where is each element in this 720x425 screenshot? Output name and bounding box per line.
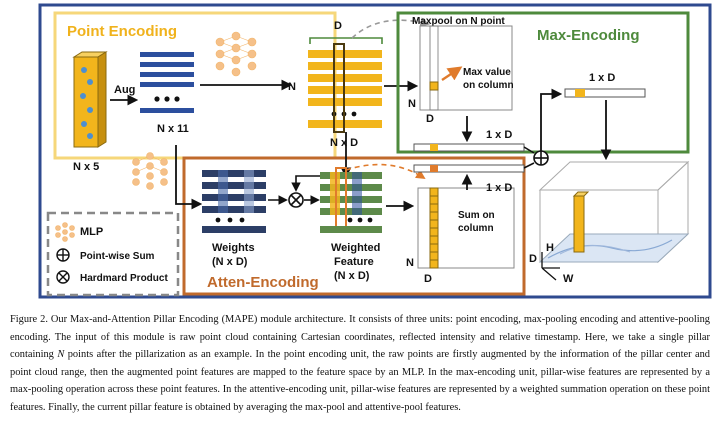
caption-text-1: Figure 2. Our Max-and-Attention Pillar E…: [10, 314, 710, 361]
legend-mlp-icon: [55, 222, 75, 242]
feature-d-label: D: [334, 20, 342, 32]
max-value-arrow: [441, 66, 463, 81]
sum-d-label: D: [424, 273, 432, 285]
axis-h-label: H: [546, 242, 554, 254]
max-value-line2: on column: [463, 80, 514, 91]
max-pooled-vector: [413, 143, 525, 152]
max-out-dim: 1 x D: [486, 129, 512, 141]
weighted-line1: Weighted: [331, 242, 380, 254]
atten-pooled-vector: [413, 164, 525, 173]
sum-to-final: [540, 88, 563, 151]
aug-dim-label: N x 11: [157, 123, 189, 135]
legend-hadamard-icon: [56, 270, 70, 284]
axis-d-label: D: [529, 253, 537, 265]
aug-label: Aug: [114, 84, 135, 96]
legend-sum-icon: [56, 248, 70, 262]
final-dim-label: 1 x D: [589, 72, 615, 84]
max-value-line1: Max value: [463, 67, 511, 78]
pointwise-sum-icon: [533, 150, 549, 166]
mlp-network-icon: [215, 31, 257, 77]
weights-line1: Weights: [212, 242, 255, 254]
sum-grid: [417, 187, 515, 269]
figure-caption: Figure 2. Our Max-and-Attention Pillar E…: [10, 311, 710, 417]
atten-encoding-box: [182, 156, 526, 296]
weights-matrix: [202, 170, 266, 233]
point-feature-matrix: [308, 43, 382, 133]
sum-line1: Sum on: [458, 210, 495, 221]
feature-dim-label: N x D: [330, 137, 358, 149]
sum-line2: column: [458, 223, 494, 234]
weights-line2: (N x D): [212, 256, 248, 268]
legend-box: [46, 211, 180, 297]
to-atten-arrow: [175, 145, 203, 210]
augmented-features: [140, 52, 194, 113]
caption-n-symbol: N: [57, 349, 65, 361]
max-n-label: N: [408, 98, 416, 110]
sum-dashed-arrow: [345, 163, 426, 180]
point-encoding-title: Point Encoding: [67, 23, 177, 40]
d-brace: [309, 37, 383, 44]
maxpool-label: Maxpool on N point: [412, 16, 505, 27]
weighted-feature-matrix: [320, 167, 382, 233]
mlp-network-icon-2: [132, 152, 168, 190]
legend-hadamard-label: Hardmard Product: [80, 273, 168, 284]
architecture-diagram: Point Encoding N x 5 Aug N x 11 N D: [38, 3, 712, 299]
max-to-sum: [523, 146, 535, 154]
sum-n-label: N: [406, 257, 414, 269]
atten-to-sum: [523, 162, 535, 169]
axis-arrows: [541, 252, 560, 281]
input-dim-label: N x 5: [73, 161, 99, 173]
atten-out-dim: 1 x D: [486, 182, 512, 194]
feature-n-label: N: [288, 81, 296, 93]
caption-text-2: points after the pillarization as an exa…: [10, 349, 710, 413]
maxpool-grid: [419, 25, 513, 111]
weighted-line3: (N x D): [334, 270, 370, 282]
hadamard-product-icon: [288, 192, 304, 208]
weighted-line2: Feature: [334, 256, 374, 268]
final-pillar-vector: [564, 88, 646, 98]
raw-point-pillar: [72, 51, 108, 148]
max-encoding-title: Max-Encoding: [537, 27, 640, 44]
legend-mlp-label: MLP: [80, 226, 103, 238]
legend-sum-label: Point-wise Sum: [80, 251, 155, 262]
axis-w-label: W: [563, 273, 574, 285]
pseudo-image-cube: [538, 160, 690, 264]
outer-frame: [38, 3, 712, 299]
maxpool-dashed-arrow: [351, 17, 430, 39]
max-d-label: D: [426, 113, 434, 125]
atten-encoding-title: Atten-Encoding: [207, 274, 319, 291]
